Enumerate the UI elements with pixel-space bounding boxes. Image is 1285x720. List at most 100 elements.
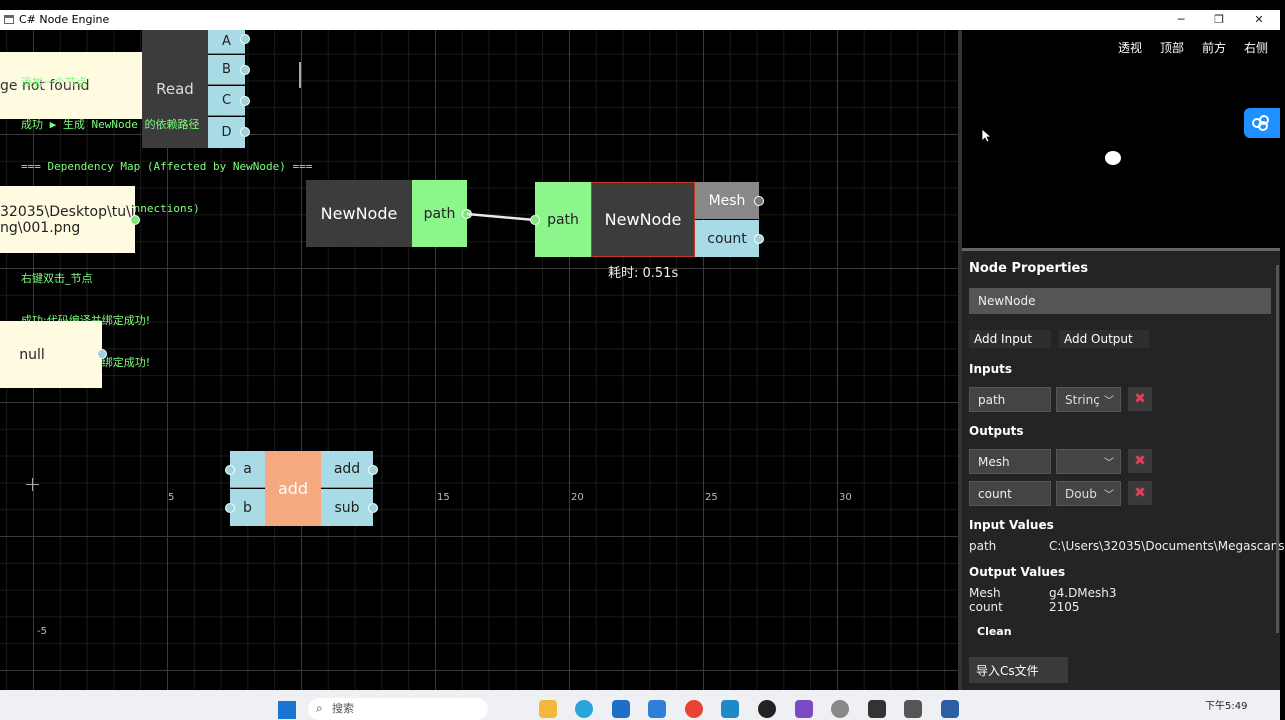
axis-label: 30 [839, 492, 852, 503]
app-icon[interactable] [721, 700, 739, 718]
console-line: 右键双击_节点 [21, 272, 93, 285]
add-output-button[interactable]: Add Output [1059, 330, 1149, 348]
chrome-browser-icon[interactable] [685, 700, 703, 718]
add-input-a[interactable]: a [230, 451, 265, 488]
outputs-heading: Outputs [969, 424, 1024, 438]
visual-studio-icon[interactable] [795, 700, 813, 718]
add-output-sub[interactable]: sub [321, 489, 373, 526]
newnode-right-count-port[interactable] [754, 234, 764, 244]
os-taskbar: 搜索 ⌕ 下午5:49 [0, 690, 1280, 720]
app-icon[interactable] [904, 700, 922, 718]
cloud-sync-icon[interactable] [1244, 108, 1280, 138]
null-node-output-port[interactable] [97, 349, 107, 359]
input-type-select[interactable]: Strinç﹀ [1056, 387, 1121, 412]
newnode-left-output-path[interactable]: path [412, 180, 467, 247]
view-tab-top[interactable]: 顶部 [1160, 41, 1185, 55]
newnode-right-label: NewNode [604, 210, 682, 229]
read-node[interactable]: Read [142, 30, 208, 148]
properties-scrollbar[interactable] [1276, 265, 1279, 633]
input-name-field[interactable]: path [969, 387, 1051, 412]
settings-gear-icon[interactable] [831, 700, 849, 718]
start-menu-icon[interactable] [278, 701, 296, 719]
clean-button[interactable]: Clean [977, 624, 1012, 638]
path-value-node[interactable]: 32035\Desktop\tu\i ng\001.png [0, 186, 135, 253]
close-button[interactable]: ✕ [1254, 13, 1264, 26]
newnode-right-output-count[interactable]: count [695, 220, 759, 257]
console-line: 添加一个节点 [21, 76, 87, 89]
import-cs-button[interactable]: 导入Cs文件 [969, 657, 1068, 683]
axis-label: 15 [437, 492, 450, 503]
null-node-text: null [19, 346, 45, 363]
output-name-field[interactable]: Mesh [969, 449, 1051, 474]
input-value: C:\Users\32035\Documents\Megascans [1049, 539, 1285, 553]
image-node[interactable]: ge not found [0, 52, 142, 119]
newnode-right-mesh-port[interactable] [754, 196, 764, 206]
view-tab-front[interactable]: 前方 [1202, 41, 1227, 55]
search-icon: ⌕ [316, 701, 323, 715]
input-values-heading: Input Values [969, 518, 1054, 532]
add-node-label: add [277, 479, 309, 498]
add-port-sub[interactable] [368, 503, 378, 513]
taskbar-search[interactable]: 搜索 [308, 698, 488, 720]
minimize-button[interactable]: ─ [1177, 13, 1185, 26]
output-type-select[interactable]: Doub﹀ [1056, 481, 1121, 506]
add-output-add[interactable]: add [321, 451, 373, 488]
add-node[interactable]: add [265, 451, 321, 526]
window-title: C# Node Engine [19, 13, 110, 26]
delete-output-button[interactable]: ✖ [1128, 481, 1152, 505]
delete-output-button[interactable]: ✖ [1128, 449, 1152, 473]
view-tab-perspective[interactable]: 透视 [1118, 41, 1143, 55]
add-port-a[interactable] [225, 465, 235, 475]
null-node[interactable]: null [0, 321, 102, 388]
output-value-key: Mesh [969, 586, 1001, 600]
newnode-right-input-path[interactable]: path [535, 182, 591, 257]
read-port-b[interactable] [240, 65, 250, 75]
app-icon[interactable] [868, 700, 886, 718]
path-value-line: ng\001.png [0, 219, 81, 236]
node-name-input[interactable]: NewNode [969, 288, 1271, 314]
file-explorer-icon[interactable] [539, 700, 557, 718]
maximize-button[interactable]: ❐ [1214, 13, 1224, 26]
app-icon[interactable] [758, 700, 776, 718]
axis-label: 25 [705, 492, 718, 503]
axis-label: -5 [37, 626, 47, 637]
app-icon[interactable] [941, 700, 959, 718]
view-tab-right[interactable]: 右侧 [1244, 41, 1269, 55]
mouse-cursor-icon [981, 128, 993, 143]
read-output-d[interactable]: D [208, 117, 245, 148]
chevron-down-icon: ﹀ [1104, 490, 1114, 501]
panel-splitter[interactable] [958, 30, 962, 690]
node-canvas[interactable]: 5 15 20 25 30 -5 ge not found Read A B C… [0, 30, 958, 690]
panel-title: Node Properties [969, 261, 1089, 276]
newnode-left[interactable]: NewNode [306, 180, 412, 247]
inputs-heading: Inputs [969, 362, 1013, 376]
read-output-a[interactable]: A [208, 30, 245, 54]
newnode-right-input-port[interactable] [530, 215, 540, 225]
app-icon [4, 15, 14, 24]
add-port-add[interactable] [368, 465, 378, 475]
add-input-b[interactable]: b [230, 489, 265, 526]
read-port-c[interactable] [240, 96, 250, 106]
edge-browser-icon[interactable] [575, 700, 593, 718]
output-name-field[interactable]: count [969, 481, 1051, 506]
read-output-c[interactable]: C [208, 86, 245, 116]
title-bar: C# Node Engine ─ ❐ ✕ [0, 10, 1280, 30]
read-port-d[interactable] [240, 127, 250, 137]
read-port-a[interactable] [240, 34, 250, 44]
delete-input-button[interactable]: ✖ [1128, 387, 1152, 411]
add-input-button[interactable]: Add Input [969, 330, 1051, 348]
newnode-left-output-port[interactable] [462, 209, 472, 219]
text-cursor [299, 62, 301, 88]
read-output-b[interactable]: B [208, 55, 245, 85]
panel-splitter-horizontal[interactable] [962, 248, 1280, 251]
add-port-b[interactable] [225, 503, 235, 513]
output-type-select[interactable]: ﹀ [1056, 449, 1121, 474]
3d-viewport[interactable]: 透视 顶部 前方 右侧 [962, 30, 1280, 248]
app-icon[interactable] [612, 700, 630, 718]
path-value-output-port[interactable] [130, 215, 140, 225]
newnode-right[interactable]: NewNode [591, 182, 695, 257]
execution-time: 耗时: 0.51s [608, 266, 679, 281]
app-icon[interactable] [648, 700, 666, 718]
newnode-right-output-mesh[interactable]: Mesh [695, 182, 759, 219]
